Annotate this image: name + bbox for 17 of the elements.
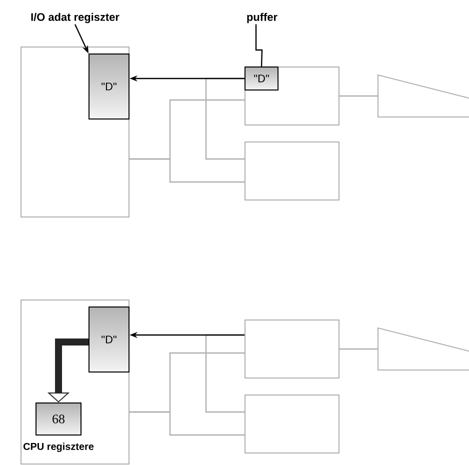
register-label: puffer [247, 12, 278, 24]
register-box: "D" [244, 66, 278, 90]
register-box: 68 [36, 402, 82, 436]
amplifier-shape [378, 74, 469, 118]
bus-line [340, 348, 378, 350]
amplifier-shape [378, 327, 469, 370]
register-label: I/O adat regiszter [31, 12, 120, 24]
bus-line [130, 411, 244, 436]
outline-box [244, 394, 340, 454]
bus-line [130, 158, 244, 183]
register-box: "D" [88, 54, 130, 120]
outline-box [244, 142, 340, 200]
register-box: "D" [88, 306, 130, 372]
outline-box [244, 320, 340, 378]
bus-line [340, 95, 378, 97]
register-label: CPU regisztere [23, 442, 94, 452]
leader-line [255, 24, 263, 67]
